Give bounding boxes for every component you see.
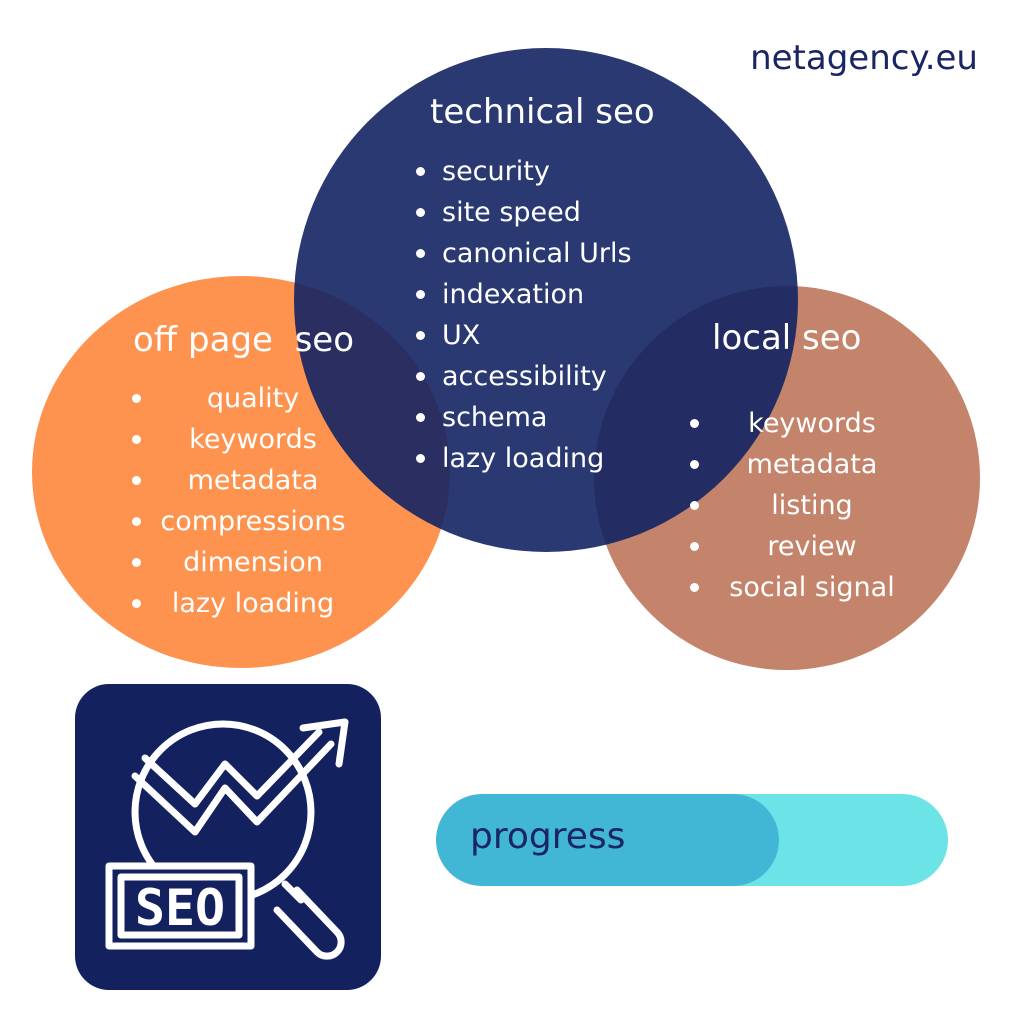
progress-label: progress bbox=[470, 816, 626, 857]
list-item: metadata bbox=[690, 444, 912, 485]
off-page-seo-list: quality keywords metadata compressions d… bbox=[132, 378, 356, 624]
technical-seo-list: security site speed canonical Urls index… bbox=[416, 151, 632, 479]
list-item: UX bbox=[416, 315, 632, 356]
local-seo-list: keywords metadata listing review social … bbox=[690, 403, 912, 608]
list-item: site speed bbox=[416, 192, 632, 233]
brand-domain: netagency.eu bbox=[750, 38, 978, 78]
seo-growth-magnifier-icon: SEO bbox=[105, 718, 349, 960]
list-item: keywords bbox=[690, 403, 912, 444]
list-item: compressions bbox=[132, 501, 356, 542]
list-item: review bbox=[690, 526, 912, 567]
list-item: metadata bbox=[132, 460, 356, 501]
list-item: canonical Urls bbox=[416, 233, 632, 274]
local-seo-title: local seo bbox=[712, 318, 862, 358]
list-item: indexation bbox=[416, 274, 632, 315]
off-page-seo-title: off page seo bbox=[133, 320, 354, 360]
list-item: schema bbox=[416, 397, 632, 438]
list-item: accessibility bbox=[416, 356, 632, 397]
progress-fill bbox=[436, 794, 780, 886]
progress-bar: progress bbox=[436, 794, 948, 886]
list-item: listing bbox=[690, 485, 912, 526]
seo-logo-text: SEO bbox=[135, 879, 225, 937]
list-item: lazy loading bbox=[132, 583, 356, 624]
seo-logo-tile: SEO bbox=[75, 684, 381, 990]
technical-seo-circle bbox=[294, 48, 798, 552]
list-item: security bbox=[416, 151, 632, 192]
list-item: social signal bbox=[690, 567, 912, 608]
list-item: quality bbox=[132, 378, 356, 419]
list-item: keywords bbox=[132, 419, 356, 460]
technical-seo-title: technical seo bbox=[430, 92, 655, 132]
list-item: dimension bbox=[132, 542, 356, 583]
list-item: lazy loading bbox=[416, 438, 632, 479]
